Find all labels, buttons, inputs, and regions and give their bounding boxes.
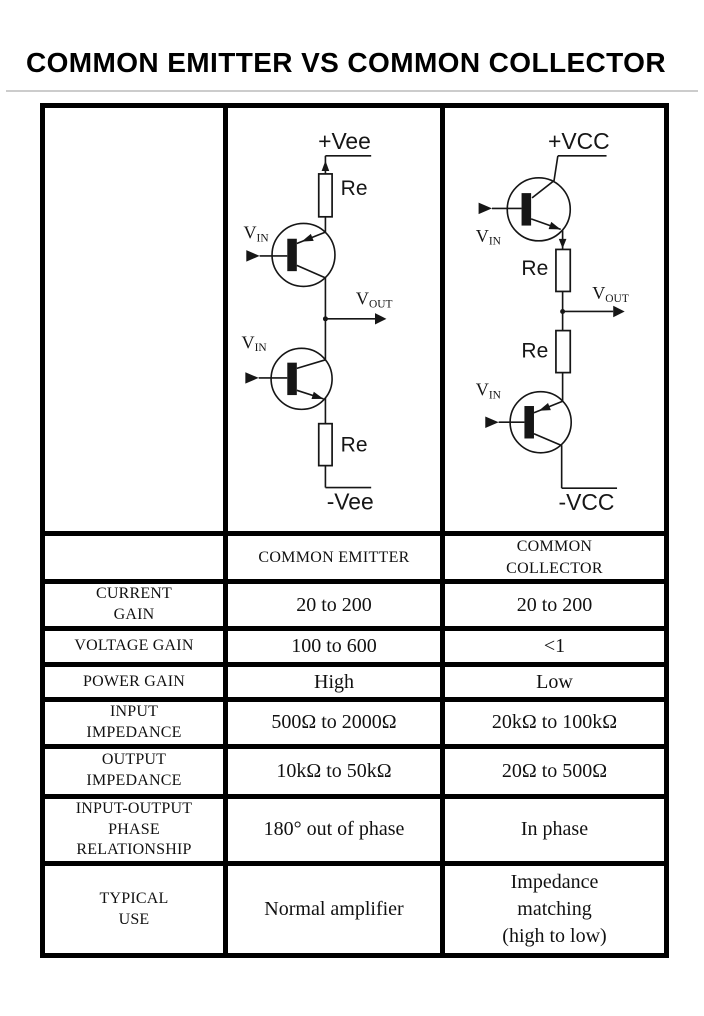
vout-arrow-icon [374, 312, 387, 325]
table-row-current-gain: CURRENT GAIN 20 to 200 20 to 200 [40, 579, 669, 632]
diagram-row-empty-cell [40, 103, 228, 536]
cc-transistor-npn-top [478, 176, 572, 242]
cc-value: 20Ω to 500Ω [440, 743, 669, 799]
header-row: COMMON EMITTER COMMON COLLECTOR [40, 530, 669, 585]
cc-vin-top-label: VIN [476, 225, 501, 247]
cc-vout-tap [560, 305, 625, 317]
header-common-emitter: COMMON EMITTER [223, 530, 445, 585]
cc-value: In phase [440, 793, 669, 867]
emitter-arrow-icon [301, 233, 314, 242]
common-collector-diagram-cell: +VCC VIN Re [440, 103, 669, 536]
cc-vout-label: VOUT [592, 283, 629, 305]
ce-transistor-pnp-top [246, 222, 336, 287]
table-row-typical-use: TYPICAL USE Normal amplifier Impedance m… [40, 861, 669, 959]
vin-arrow-icon [478, 202, 492, 214]
ce-top-rail-wire [321, 154, 372, 174]
comparison-table: +Vee Re VIN [40, 103, 669, 959]
ce-supply-top-label: +Vee [318, 128, 371, 154]
transistor-base-bar [521, 192, 532, 226]
ce-value: Normal amplifier [223, 861, 445, 959]
row-label: VOLTAGE GAIN [40, 626, 228, 668]
ce-value: 20 to 200 [223, 579, 445, 632]
ce-resistor-bottom-label: Re [341, 433, 368, 456]
table-row-phase-relationship: INPUT-OUTPUT PHASE RELATIONSHIP 180° out… [40, 793, 669, 867]
cc-supply-bottom-label: -VCC [558, 489, 614, 515]
vout-arrow-icon [613, 305, 625, 317]
transistor-base-bar [287, 238, 297, 271]
emitter-arrow-icon [311, 391, 324, 399]
cc-value: <1 [440, 626, 669, 668]
cc-transistor-pnp-bottom [485, 390, 573, 454]
row-label: TYPICAL USE [40, 861, 228, 959]
cc-value: Impedance matching (high to low) [440, 861, 669, 959]
ce-supply-bottom-label: -Vee [327, 488, 374, 514]
cc-value: 20 to 200 [440, 579, 669, 632]
cc-resistor-top [555, 248, 572, 292]
current-arrow-up-icon [321, 160, 330, 171]
common-emitter-circuit: +Vee Re VIN [242, 128, 393, 514]
ce-value: 500Ω to 2000Ω [223, 697, 445, 749]
ce-vin-bottom-label: VIN [242, 332, 267, 354]
common-emitter-diagram-cell: +Vee Re VIN [223, 103, 445, 536]
ce-resistor-top [317, 172, 333, 218]
cc-vin-bottom-label: VIN [476, 379, 501, 401]
vin-arrow-icon [245, 371, 259, 384]
vin-arrow-icon [485, 416, 499, 428]
ce-transistor-npn-bottom [245, 347, 333, 410]
transistor-base-bar [287, 362, 297, 395]
ce-value: 10kΩ to 50kΩ [223, 743, 445, 799]
title-divider [6, 90, 698, 92]
ce-value: 100 to 600 [223, 626, 445, 668]
page-title: COMMON EMITTER VS COMMON COLLECTOR [26, 47, 666, 78]
row-label: INPUT-OUTPUT PHASE RELATIONSHIP [40, 793, 228, 867]
vin-arrow-icon [246, 249, 260, 262]
ce-vout-label: VOUT [356, 288, 393, 310]
cc-resistor-bottom [555, 329, 572, 373]
header-common-collector: COMMON COLLECTOR [440, 530, 669, 585]
emitter-arrow-icon [538, 402, 551, 411]
ce-value: 180° out of phase [223, 793, 445, 867]
row-label: POWER GAIN [40, 662, 228, 703]
common-collector-circuit: +VCC VIN Re [476, 128, 629, 515]
ce-resistor-bottom [317, 422, 333, 466]
transistor-base-bar [524, 405, 534, 438]
diagram-row: +Vee Re VIN [40, 103, 669, 536]
cc-supply-top-label: +VCC [548, 128, 610, 154]
table-row-power-gain: POWER GAIN High Low [40, 662, 669, 703]
ce-vin-top-label: VIN [243, 222, 268, 244]
ce-value: High [223, 662, 445, 703]
cc-resistor-bottom-label: Re [521, 339, 548, 362]
ce-resistor-top-label: Re [341, 176, 368, 199]
row-label: OUTPUT IMPEDANCE [40, 743, 228, 799]
ce-vout-tap [322, 312, 387, 325]
cc-resistor-top-label: Re [521, 257, 548, 280]
table-row-output-impedance: OUTPUT IMPEDANCE 10kΩ to 50kΩ 20Ω to 500… [40, 743, 669, 799]
row-label: CURRENT GAIN [40, 579, 228, 632]
cc-value: 20kΩ to 100kΩ [440, 697, 669, 749]
table-row-voltage-gain: VOLTAGE GAIN 100 to 600 <1 [40, 626, 669, 668]
cc-value: Low [440, 662, 669, 703]
table-row-input-impedance: INPUT IMPEDANCE 500Ω to 2000Ω 20kΩ to 10… [40, 697, 669, 749]
header-empty-cell [40, 530, 228, 585]
current-arrow-down-icon [558, 238, 567, 248]
row-label: INPUT IMPEDANCE [40, 697, 228, 749]
emitter-arrow-icon [548, 221, 561, 229]
